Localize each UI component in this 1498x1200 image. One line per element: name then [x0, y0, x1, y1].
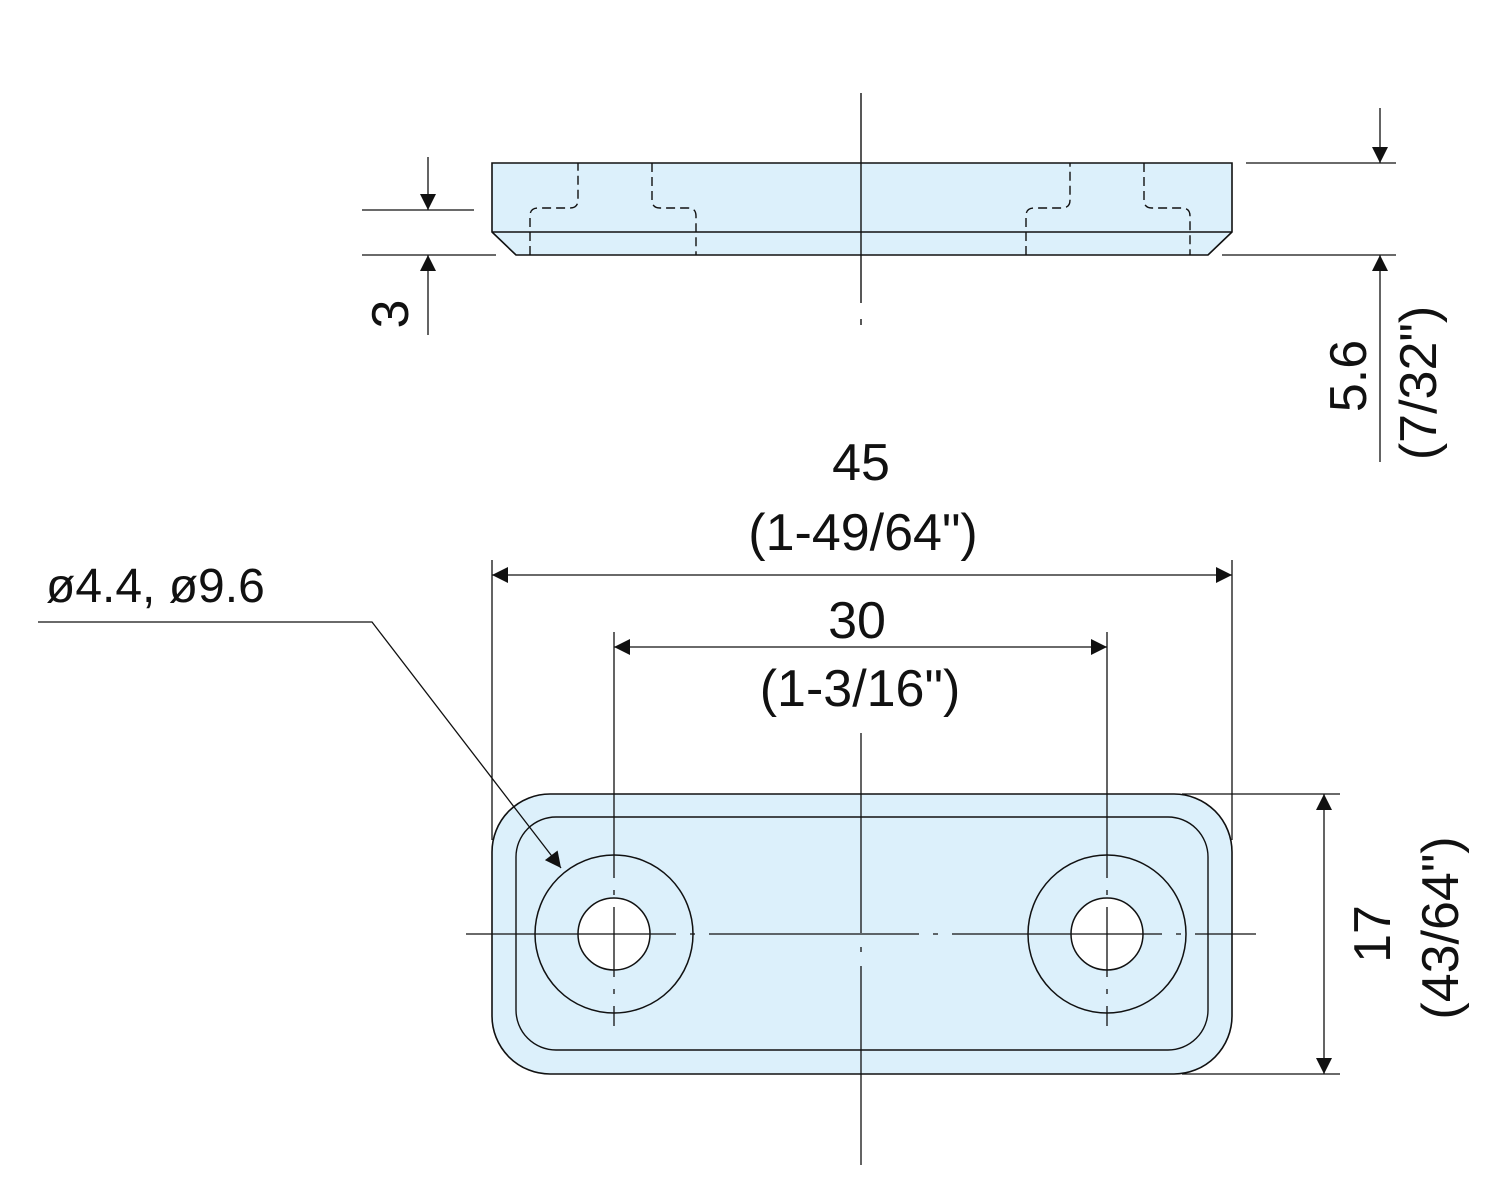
side-view-body — [491, 162, 1233, 256]
width-inch: (43/64") — [1412, 836, 1470, 1019]
height-dimension: 5.6 (7/32") — [1222, 108, 1448, 462]
hole-spacing-dimension: 30 (1-3/16") — [613, 592, 1108, 808]
hidden-line-left-hole — [529, 163, 697, 255]
height-label-inch: (7/32") — [1390, 306, 1448, 460]
top-view — [466, 733, 1256, 1165]
thickness-dimension: 3 — [362, 157, 496, 335]
height-label-mm: 5.6 — [1320, 340, 1378, 412]
overall-length-dimension: 45 (1-49/64") — [491, 434, 1233, 840]
width-dimension: 17 (43/64") — [1182, 793, 1470, 1075]
leader-line — [38, 621, 562, 869]
hole-spacing-mm: 30 — [828, 592, 886, 650]
hole-diameter-label: ø4.4, ø9.6 — [46, 560, 265, 613]
width-mm: 17 — [1344, 905, 1402, 963]
overall-length-inch: (1-49/64") — [748, 504, 977, 562]
hidden-line-right-hole — [1025, 163, 1191, 255]
hole-spacing-inch: (1-3/16") — [760, 660, 961, 718]
thickness-label: 3 — [362, 300, 420, 329]
overall-length-mm: 45 — [832, 434, 890, 492]
side-view — [491, 93, 1233, 332]
hole-diameter-callout: ø4.4, ø9.6 — [38, 560, 562, 869]
